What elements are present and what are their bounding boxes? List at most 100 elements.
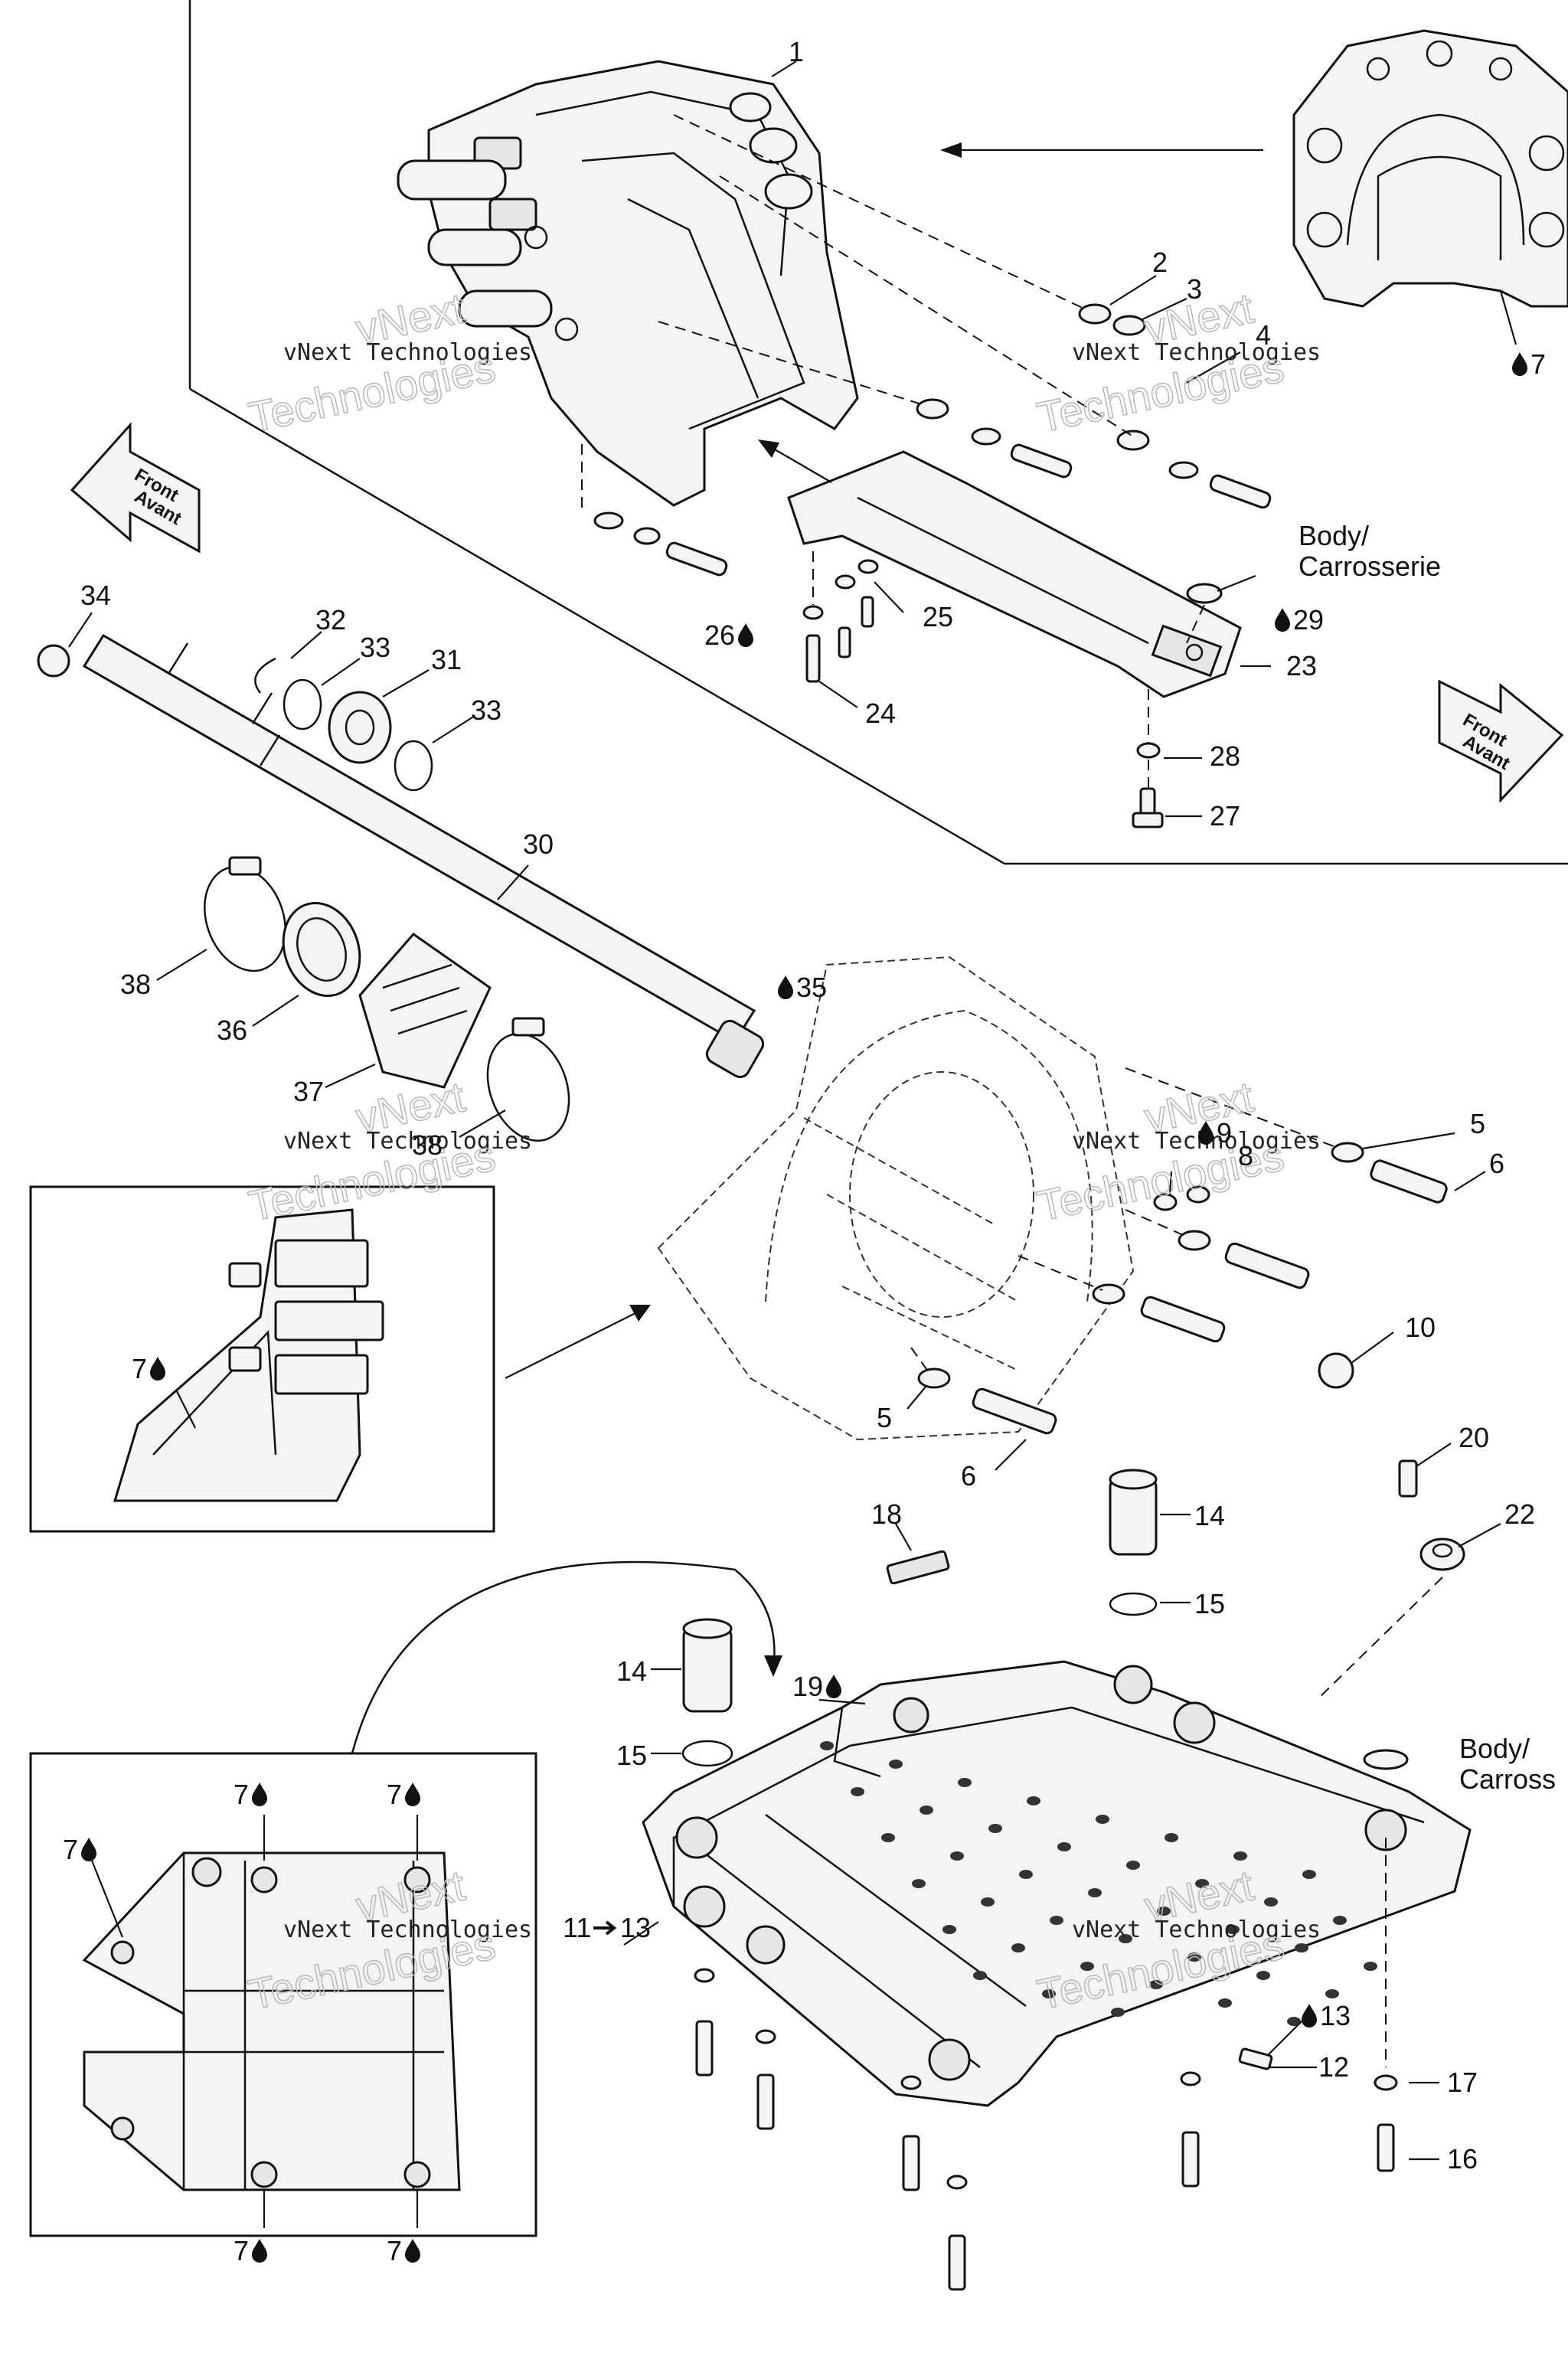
callout-c22: 22 (1504, 1498, 1535, 1530)
sealant-drop-icon (405, 1783, 420, 1806)
inset-side-view (29, 1185, 495, 1533)
callout-c7a: 7 (1530, 348, 1546, 380)
plate-hole (1226, 1925, 1240, 1934)
callout-c14a: 14 (1194, 1500, 1225, 1531)
callout-c24: 24 (865, 698, 896, 729)
callout-c3: 3 (1187, 273, 1202, 305)
callout-c9: 9 (1217, 1117, 1232, 1149)
callout-c7b: 7 (132, 1353, 147, 1384)
callout-c38a: 38 (120, 969, 151, 1000)
callout-c23: 23 (1286, 650, 1317, 681)
plate-hole (958, 1778, 972, 1787)
callout-c37: 37 (293, 1076, 324, 1107)
sealant-drop-icon (738, 623, 753, 647)
sealant-drop-icon (1512, 352, 1527, 376)
callout-c7g: 7 (387, 2235, 402, 2266)
callout-c35: 35 (796, 972, 827, 1003)
watermark-small: vNext Technologies (283, 1916, 532, 1943)
plate-hole (1256, 1971, 1270, 1980)
plate-hole (988, 1824, 1002, 1833)
callout-c13: 13 (1320, 2000, 1351, 2031)
plate-hole (1080, 1962, 1094, 1971)
bottom-bolt-27 (1132, 742, 1164, 828)
plate-hole (1264, 1897, 1278, 1907)
body-mount-washer (1363, 1749, 1409, 1770)
ride-plate-holes (820, 1741, 1377, 2026)
callout-c29: 29 (1293, 604, 1324, 636)
sealant-drop-icon (1302, 2004, 1317, 2028)
callout-c4: 4 (1256, 319, 1271, 351)
callout-c19: 19 (792, 1671, 823, 1702)
sealant-drop-icon (81, 1838, 96, 1861)
callout-c34: 34 (80, 580, 111, 611)
callout-c1: 1 (789, 36, 804, 67)
callout-c8: 8 (1238, 1140, 1253, 1171)
plate-hole (950, 1851, 964, 1861)
callout-c15b: 15 (616, 1740, 647, 1771)
callout-c12: 12 (1318, 2051, 1349, 2083)
callout-c10: 10 (1405, 1312, 1436, 1343)
plate-hole (942, 1925, 956, 1934)
callout-c33a: 33 (360, 632, 390, 663)
callout-c6b: 6 (961, 1460, 976, 1492)
callout-c38b: 38 (412, 1129, 443, 1161)
plate-hole (1027, 1796, 1040, 1805)
plate-hole (1165, 1833, 1178, 1842)
callout-c17: 17 (1447, 2067, 1478, 2098)
callout-c25: 25 (923, 601, 953, 632)
sealant-drop-icon (150, 1357, 165, 1381)
callout-c7c: 7 (234, 1779, 249, 1810)
plate-hole (1126, 1861, 1140, 1870)
plate-hole (1325, 1989, 1339, 1998)
body-label-bottom-line2: Carross (1459, 1763, 1556, 1795)
plate-hole (1011, 1943, 1025, 1952)
sealant-drop-icon (252, 2239, 267, 2263)
plate-hole (1195, 1879, 1209, 1888)
watermark-small: vNext Technologies (1072, 1128, 1321, 1155)
callout-c18: 18 (871, 1498, 902, 1530)
plate-hole (820, 1741, 834, 1750)
sealant-drop-icon (778, 975, 793, 999)
plate-hole (1287, 2017, 1301, 2026)
sealant-drop-icon (252, 1783, 267, 1806)
callout-c5a: 5 (1470, 1108, 1485, 1139)
watermark-small: vNext Technologies (283, 1128, 532, 1155)
plate-hole (1096, 1815, 1109, 1824)
plate-hole (1050, 1916, 1063, 1925)
body-label-top-line1: Body/ (1298, 520, 1369, 551)
boot-and-clamps (204, 856, 570, 1142)
drive-shaft (37, 633, 765, 1079)
callout-c11: 11 (563, 1912, 591, 1943)
callout-c2: 2 (1152, 247, 1168, 278)
upper-fasteners (593, 303, 1272, 577)
plate-hole (1019, 1870, 1033, 1879)
upper-panel-frame (188, 0, 1568, 865)
sealant-drop-icon (1198, 1121, 1214, 1145)
callout-c5b: 5 (877, 1402, 892, 1433)
plate-hole (1157, 1907, 1171, 1916)
ride-plate-bolts (694, 1968, 1398, 2291)
callout-c30: 30 (523, 828, 554, 860)
plate-hole (1088, 1888, 1102, 1897)
callout-c16: 16 (1447, 2143, 1478, 2175)
drain-fittings (681, 1459, 1465, 1767)
callout-c11to: 13 (620, 1912, 651, 1943)
callout-c14b: 14 (616, 1655, 647, 1687)
callout-c7e: 7 (63, 1834, 78, 1865)
callout-c28: 28 (1210, 740, 1240, 772)
plate-hole (851, 1787, 864, 1796)
plate-hole (1119, 1934, 1132, 1943)
callout-c27: 27 (1210, 800, 1240, 832)
body-label-top-line2: Carrosserie (1298, 551, 1441, 582)
plate-hole (1057, 1842, 1071, 1851)
plate-hole (1149, 1980, 1163, 1989)
front-arrow-right (1438, 679, 1564, 803)
sealant-drop-icon (405, 2239, 420, 2263)
range-arrow-icon (593, 1920, 617, 1936)
ride-plate (642, 1660, 1472, 2107)
plate-hole (1295, 1943, 1308, 1952)
plate-hole (981, 1897, 995, 1907)
